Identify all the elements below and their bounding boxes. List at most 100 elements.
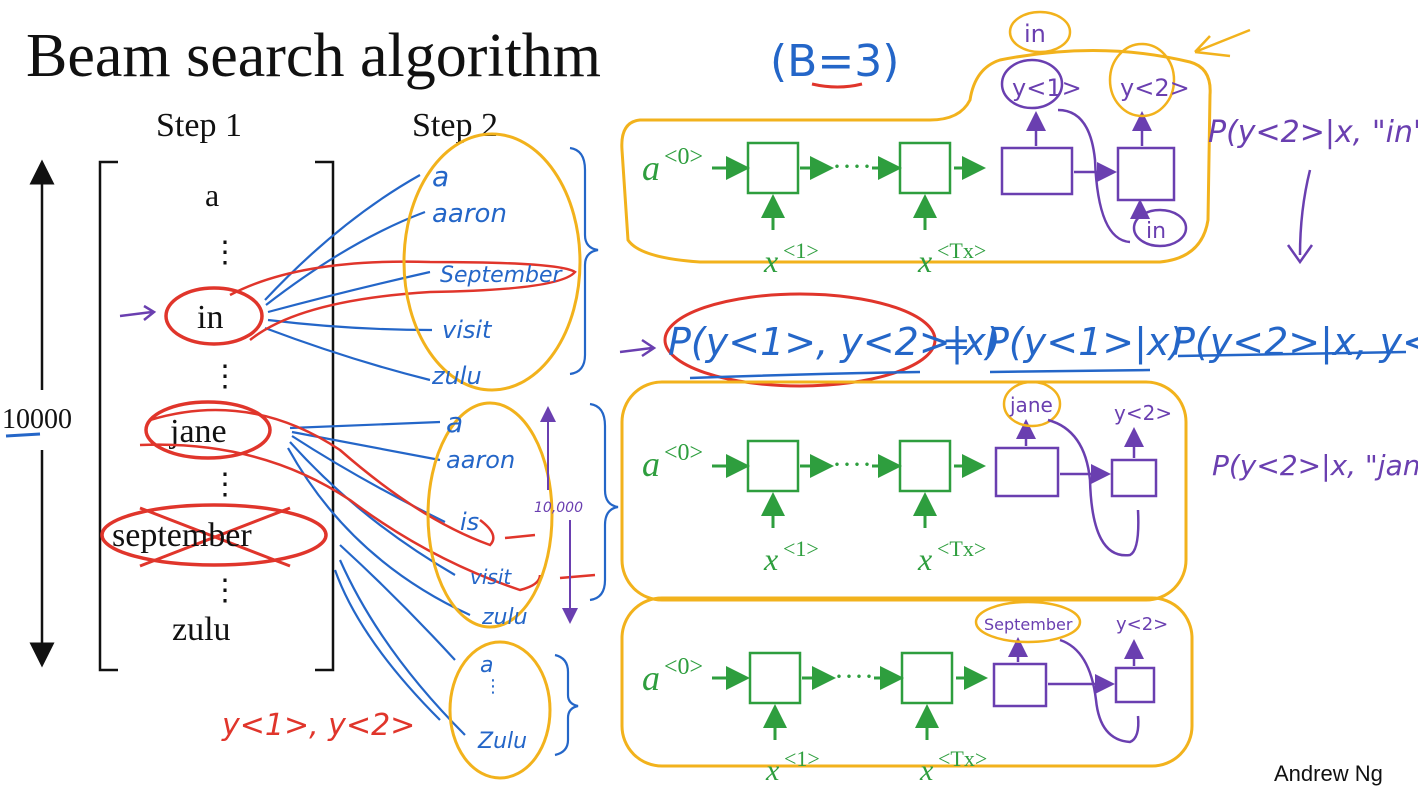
row2-encoder: a <0> ···· x <1> x <Tx> — [642, 439, 986, 577]
g3-word-zulu: Zulu — [477, 729, 527, 754]
vocab-word-zulu: zulu — [172, 611, 231, 648]
g1-word-september: September — [440, 263, 564, 288]
svg-text:····: ···· — [832, 448, 872, 481]
row2-y2: y<2> — [1114, 401, 1172, 425]
row1-x1: x — [763, 243, 778, 279]
vector-left-bracket — [98, 160, 118, 672]
g1-word-aaron: aaron — [432, 199, 507, 229]
row3-x1: x — [765, 754, 780, 787]
row1-frame-arrow — [1194, 28, 1251, 58]
step2-words-group2: a aaron is visit zulu — [446, 406, 528, 630]
brace-group3 — [554, 653, 579, 757]
row2-word: jane — [1009, 393, 1053, 417]
beam-width-underline — [811, 82, 863, 89]
g2-word-a: a — [446, 406, 463, 439]
row1-encoder: a <0> ···· x <1> x <Tx> — [642, 141, 986, 279]
step2-group-in — [402, 132, 582, 392]
row2-cell-1 — [746, 439, 800, 493]
vocab-word-september: september — [112, 517, 252, 554]
step2-words-group1: a aaron September visit zulu — [431, 160, 564, 390]
row1-y1-circle — [1000, 58, 1064, 110]
row2-word-circle — [1002, 380, 1062, 428]
row3-decoder: September y<2> — [974, 600, 1168, 744]
g3-word-a: a — [480, 653, 493, 678]
note-p-given-in: P(y<2>|x, "in") — [1208, 115, 1418, 150]
equation-rhs2-underline — [1177, 350, 1407, 358]
row1-cell-tx — [898, 141, 952, 195]
row2-xtx: x — [917, 541, 932, 577]
row3-encoder: a <0> ···· x <1> x <Tx> — [642, 651, 988, 787]
vocab-ellipsis-1: ⋮ — [210, 236, 240, 269]
vocab-ellipsis-2: ⋮ — [210, 360, 240, 393]
joint-prob-circle — [663, 292, 937, 388]
equation-lhs: P(y<1>, y<2>|x) — [668, 320, 1001, 365]
row1-cell-1 — [746, 141, 800, 195]
vocab-ellipsis-3: ⋮ — [210, 468, 240, 501]
vocab-word-a: a — [205, 177, 219, 213]
equation-rhs2: P(y<2>|x, y<1>) — [1172, 320, 1418, 365]
row1-xtx-sup: <Tx> — [937, 238, 986, 263]
step2-words-group3: a ⋮ Zulu — [477, 653, 527, 754]
row3-x1-sup: <1> — [784, 746, 820, 771]
row3-decoder-cell-2 — [1114, 666, 1156, 704]
equation-lhs-underline — [689, 370, 921, 380]
row2-x1-sup: <1> — [783, 536, 819, 561]
row3-y2: y<2> — [1116, 614, 1168, 635]
row1-a0-sup: <0> — [664, 144, 703, 170]
in-pointer-arrow — [119, 304, 157, 321]
row2-frame — [620, 380, 1188, 602]
row1-a0: a — [642, 148, 660, 188]
row2-xtx-sup: <Tx> — [937, 536, 986, 561]
count-label: 10,000 — [534, 500, 583, 516]
selected-jane-circle — [144, 400, 272, 460]
g2-word-aaron: aaron — [446, 446, 515, 474]
author-credit: Andrew Ng — [1274, 761, 1383, 786]
g3-ellipsis: ⋮ — [484, 676, 502, 697]
step2-group-jane — [426, 401, 554, 629]
row3-a0-sup: <0> — [664, 654, 703, 680]
note-p-given-jane: P(y<2>|x, "jane") — [1212, 449, 1418, 482]
row3-cell-tx — [900, 651, 954, 705]
fanout-lines-september — [333, 544, 466, 736]
note-arrow-down — [1286, 169, 1314, 265]
svg-text:····: ···· — [832, 150, 872, 183]
red-trace-loops — [139, 260, 596, 592]
row1-word-circle — [1008, 10, 1072, 54]
row1-xtx: x — [917, 243, 932, 279]
brace-group2 — [589, 402, 619, 602]
fanout-lines-in — [264, 174, 433, 382]
row3-xtx: x — [919, 754, 934, 787]
equation-rhs1-underline — [989, 368, 1151, 374]
row3-cell-1 — [748, 651, 802, 705]
g1-word-zulu: zulu — [431, 362, 482, 390]
row1-word: in — [1024, 20, 1046, 48]
equation-equals: = — [942, 324, 971, 364]
row3-frame — [620, 596, 1194, 768]
row1-y1: y<1> — [1012, 74, 1082, 102]
row2-decoder: jane y<2> — [994, 380, 1172, 557]
row1-input: in — [1146, 219, 1166, 244]
selected-september-circle — [100, 503, 328, 567]
step2-heading: Step 2 — [412, 107, 498, 144]
g2-word-is: is — [460, 508, 479, 536]
row1-x1-sup: <1> — [783, 238, 819, 263]
row3-a0: a — [642, 658, 660, 698]
row3-decoder-cell-1 — [992, 662, 1048, 708]
vector-right-bracket — [315, 160, 335, 672]
equation-pointer — [619, 338, 657, 358]
row2-x1: x — [763, 541, 778, 577]
row1-decoder-cell-2 — [1116, 146, 1176, 202]
row2-decoder-cell-1 — [994, 446, 1060, 498]
g2-word-zulu: zulu — [481, 605, 528, 630]
row3-xtx-sup: <Tx> — [938, 746, 987, 771]
vocab-size-underline — [5, 432, 41, 438]
row1-decoder: y<1> in y<2> in — [1000, 10, 1190, 248]
beam-width-label: (B=3) — [770, 36, 899, 87]
row3-word-circle — [974, 600, 1082, 644]
row2-cell-tx — [898, 439, 952, 493]
step1-heading: Step 1 — [156, 107, 242, 144]
brace-group1 — [569, 146, 599, 376]
vocab-ellipsis-4: ⋮ — [210, 574, 240, 607]
row2-a0: a — [642, 444, 660, 484]
